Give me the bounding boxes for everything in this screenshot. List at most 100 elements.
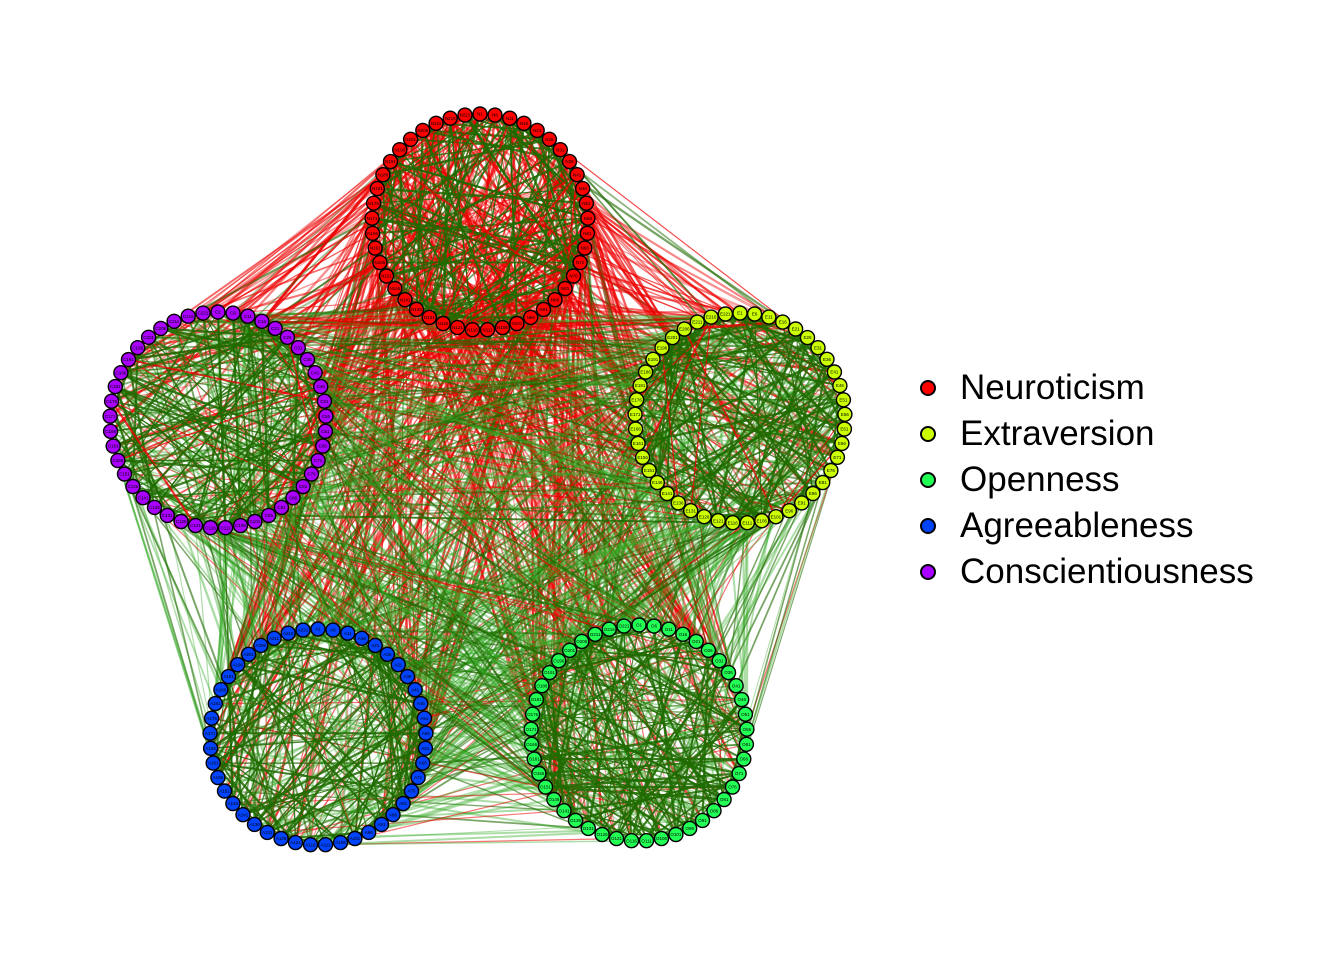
node-label: E171 [630, 412, 641, 417]
node [768, 509, 784, 525]
node [799, 329, 816, 346]
node-label: C191 [123, 357, 134, 362]
node [509, 315, 525, 332]
node [810, 340, 826, 356]
node-label: A151 [219, 789, 230, 794]
edge [347, 519, 763, 635]
edge [254, 798, 725, 826]
node [819, 351, 835, 367]
node-label: O126 [597, 832, 609, 837]
node-label: N176 [368, 201, 379, 206]
node-label: E131 [685, 508, 696, 513]
edge [323, 113, 481, 402]
node-label: O136 [570, 818, 582, 823]
edge [601, 713, 747, 836]
node [259, 824, 275, 841]
node-label: C21 [271, 326, 280, 331]
node [552, 141, 568, 158]
node [220, 668, 237, 685]
node [676, 321, 693, 337]
edge [374, 160, 570, 250]
edge [273, 322, 445, 639]
node-label: A126 [276, 836, 287, 841]
edge [216, 160, 571, 779]
node-label: O46 [737, 697, 746, 702]
legend: Neuroticism Extraversion Openness Agreea… [915, 365, 1335, 595]
node-label: C186 [116, 370, 127, 375]
node [815, 474, 831, 491]
edge [210, 637, 363, 749]
edge [160, 327, 658, 484]
edge [209, 637, 275, 749]
edge [123, 473, 297, 843]
node-label: N156 [375, 260, 386, 265]
node [261, 507, 277, 524]
node-label: A211 [269, 636, 280, 641]
node [140, 329, 157, 345]
node-label: N146 [390, 286, 401, 291]
edge [317, 519, 719, 630]
edge [534, 699, 742, 760]
node-label: A146 [228, 801, 239, 806]
node [373, 816, 390, 833]
node-label: A156 [213, 775, 224, 780]
node-label: N11 [506, 116, 514, 121]
node [668, 826, 684, 843]
yellow-circle-icon [920, 426, 936, 442]
edge [536, 129, 808, 339]
edge [382, 138, 550, 176]
node-label: O191 [544, 670, 556, 675]
edge [656, 337, 674, 483]
node-label: N121 [452, 325, 463, 330]
node [410, 769, 426, 786]
node-label: E31 [814, 345, 823, 350]
node [369, 180, 385, 197]
edge [160, 327, 288, 339]
node-label: N126 [438, 321, 449, 326]
node-label: E71 [833, 455, 842, 460]
edge [109, 415, 550, 674]
node-label: N6 [492, 113, 498, 118]
edge [410, 138, 556, 301]
node [253, 637, 269, 654]
node-label: A186 [216, 687, 227, 692]
node [547, 292, 563, 308]
edge [390, 160, 589, 220]
node-label: C196 [132, 345, 143, 350]
node-label: E151 [644, 468, 655, 473]
node [254, 313, 270, 329]
node [664, 329, 681, 346]
node [634, 449, 651, 465]
edge [109, 415, 532, 745]
node-label: O86 [710, 808, 719, 813]
node [417, 740, 434, 756]
node [187, 517, 204, 534]
edge [232, 492, 814, 805]
node-label: A191 [223, 674, 234, 679]
node-label: O111 [641, 838, 652, 843]
node-label: A1 [315, 627, 321, 632]
node-label: C221 [198, 311, 209, 316]
node-label: C151 [119, 472, 130, 477]
node [273, 830, 289, 847]
node-label: O171 [526, 727, 538, 732]
node-label: C121 [190, 523, 201, 528]
node-label: O61 [742, 742, 751, 747]
node [823, 462, 839, 479]
edge [775, 414, 846, 517]
edge [540, 685, 577, 821]
node-label: C66 [319, 444, 328, 449]
node-label: C41 [311, 370, 320, 375]
node [213, 682, 229, 698]
node-label: O41 [732, 683, 741, 688]
node-label: A166 [205, 746, 216, 751]
edge [374, 645, 405, 804]
node [637, 364, 654, 380]
edge [532, 713, 647, 842]
edge [115, 385, 312, 475]
edge [180, 520, 425, 719]
edge [746, 457, 838, 730]
edge [534, 758, 715, 812]
edge [187, 129, 538, 318]
